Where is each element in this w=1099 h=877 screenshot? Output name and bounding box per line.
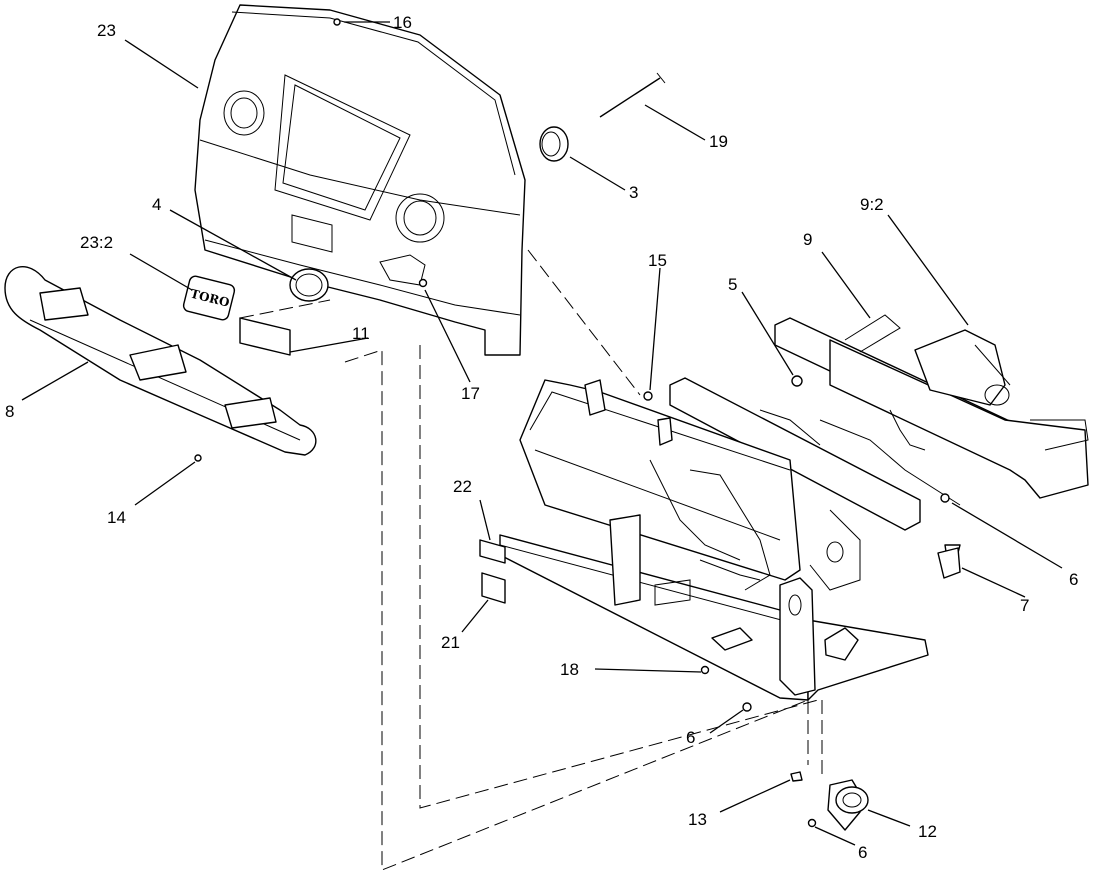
- callout-14: 14: [107, 508, 126, 527]
- rod: [599, 72, 666, 118]
- callout-11: 11: [352, 324, 370, 343]
- callout-18: 18: [560, 660, 579, 679]
- toro-decal: TORO: [182, 275, 236, 321]
- callout-23: 23: [97, 21, 116, 40]
- callout-6-lower: 6: [858, 843, 867, 862]
- bezel-ring: [289, 268, 329, 302]
- callout-12: 12: [918, 822, 937, 841]
- fasteners: [333, 18, 817, 828]
- callout-4: 4: [152, 195, 161, 214]
- decals-21-22: [479, 539, 506, 604]
- leader-lines: [21, 21, 1063, 846]
- callout-9-2: 9:2: [860, 195, 884, 214]
- callout-23-2: 23:2: [80, 233, 113, 252]
- horn: [827, 779, 869, 831]
- callout-9: 9: [803, 230, 812, 249]
- callout-21: 21: [441, 633, 460, 652]
- bumper-bar: [4, 266, 317, 462]
- hood-cover: [194, 4, 526, 356]
- callout-19: 19: [709, 132, 728, 151]
- callout-17: 17: [461, 384, 480, 403]
- callout-22: 22: [453, 477, 472, 496]
- callout-3: 3: [629, 183, 638, 202]
- callout-5: 5: [728, 275, 737, 294]
- callout-15: 15: [648, 251, 667, 270]
- callout-8: 8: [5, 402, 14, 421]
- callout-16: 16: [393, 13, 412, 32]
- front-frame: [499, 314, 1089, 701]
- knob-cap: [539, 126, 569, 162]
- rubber-bumper: [937, 547, 961, 579]
- callout-13: 13: [688, 810, 707, 829]
- callout-labels: 23 16 19 3 4 23:2 9:2 9 15 5 11 17 8 14 …: [5, 13, 1078, 862]
- decal-11: [239, 317, 291, 356]
- callout-7: 7: [1020, 596, 1029, 615]
- wiring-dash-lines: [239, 249, 823, 871]
- callout-6-upper: 6: [1069, 570, 1078, 589]
- callout-6-middle: 6: [686, 728, 695, 747]
